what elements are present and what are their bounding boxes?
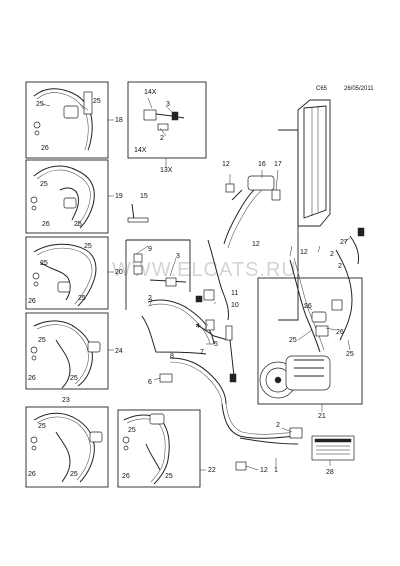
detail-box-13x — [127, 81, 207, 168]
detail-box-22 — [117, 409, 206, 488]
callout-25: 25 — [289, 337, 297, 344]
callout-27: 27 — [340, 239, 348, 246]
callout-17: 17 — [274, 161, 282, 168]
callout-13x: 13X — [160, 167, 173, 174]
callout-12: 12 — [300, 249, 308, 256]
callout-25: 25 — [70, 375, 78, 382]
callout-2: 2 — [276, 422, 280, 429]
detail-box-19 — [25, 159, 114, 234]
callout-25: 25 — [346, 351, 354, 358]
callout-26: 26 — [304, 303, 312, 310]
callout-4: 4 — [196, 323, 200, 330]
ac-label-decal-28 — [311, 435, 355, 466]
main-assembly — [125, 203, 297, 439]
callout-14x: 14X — [134, 147, 147, 154]
callout-26: 26 — [41, 145, 49, 152]
detail-box-20 — [25, 236, 114, 310]
callout-2: 2 — [160, 135, 164, 142]
callout-12: 12 — [222, 161, 230, 168]
callout-25: 25 — [128, 427, 136, 434]
callout-25: 25 — [36, 101, 44, 108]
callout-25: 25 — [38, 423, 46, 430]
detail-box-18 — [25, 81, 114, 159]
callout-12: 12 — [260, 467, 268, 474]
callout-26: 26 — [336, 329, 344, 336]
callout-25: 25 — [74, 221, 82, 228]
callout-2: 2 — [330, 251, 334, 258]
callout-21: 21 — [318, 413, 326, 420]
detail-box-23 — [25, 406, 109, 488]
callout-25: 25 — [165, 473, 173, 480]
callout-26: 26 — [28, 471, 36, 478]
callout-22: 22 — [208, 467, 216, 474]
diagram-code: C65 — [316, 86, 328, 92]
callout-20: 20 — [115, 269, 123, 276]
callout-23: 23 — [62, 397, 70, 404]
callout-25: 25 — [38, 337, 46, 344]
callout-14x: 14X — [144, 89, 157, 96]
lower-hose-assembly — [235, 427, 303, 471]
condenser — [278, 99, 331, 321]
callout-5: 5 — [214, 341, 218, 348]
callout-2: 2 — [148, 295, 152, 302]
callout-1: 1 — [274, 467, 278, 474]
callout-11: 11 — [231, 290, 238, 297]
callout-3: 3 — [166, 101, 170, 108]
callout-16: 16 — [258, 161, 266, 168]
detail-box-24 — [25, 312, 114, 390]
callout-3: 3 — [176, 253, 180, 260]
callout-7: 7 — [200, 349, 204, 356]
compressor-box-21 — [257, 227, 365, 412]
callout-2: 2 — [338, 263, 342, 270]
callout-10: 10 — [231, 302, 239, 309]
callout-24: 24 — [115, 348, 123, 355]
callout-25: 25 — [40, 260, 48, 267]
callout-25: 25 — [93, 98, 101, 105]
callout-25: 25 — [78, 295, 86, 302]
callout-18: 18 — [115, 117, 123, 124]
callout-26: 26 — [122, 473, 130, 480]
diagram-date: 26/05/2011 — [344, 86, 374, 92]
callout-25: 25 — [84, 243, 92, 250]
watermark: WWW.ELCATS.RU — [112, 259, 297, 281]
callout-28: 28 — [326, 469, 334, 476]
callout-25: 25 — [70, 471, 78, 478]
callout-9: 9 — [148, 246, 152, 253]
callout-25: 25 — [40, 181, 48, 188]
callout-8: 8 — [170, 353, 174, 360]
callout-15: 15 — [140, 193, 148, 200]
callout-26: 26 — [28, 375, 36, 382]
callout-19: 19 — [115, 193, 123, 200]
upper-hose-assembly — [207, 169, 281, 321]
callout-26: 26 — [42, 221, 50, 228]
callout-6: 6 — [148, 379, 152, 386]
callout-26: 26 — [28, 298, 36, 305]
callout-12: 12 — [252, 241, 260, 248]
